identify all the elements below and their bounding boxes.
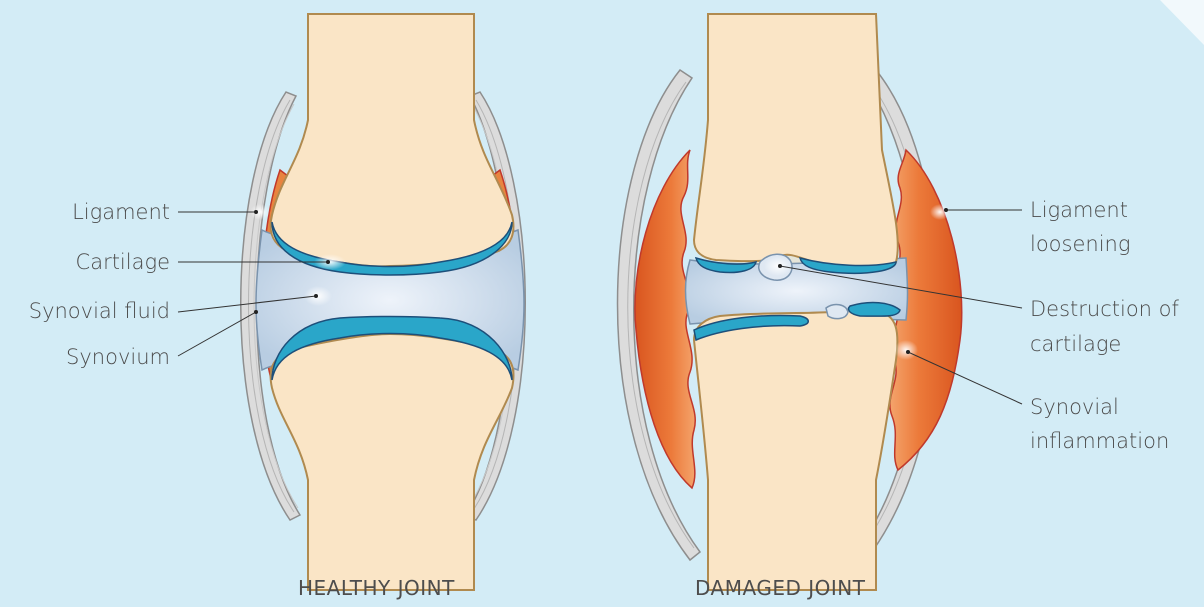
label-inflammation-line1: Synovial xyxy=(1030,392,1119,422)
label-synovium: Synovium xyxy=(66,342,170,372)
caption-damaged-joint: DAMAGED JOINT xyxy=(695,576,865,600)
label-destruction-line1: Destruction of xyxy=(1030,294,1179,324)
label-ligament-loosening-line1: Ligament xyxy=(1030,195,1128,225)
healthy-upper-bone xyxy=(271,14,514,266)
label-destruction-line2: cartilage xyxy=(1030,329,1121,359)
damaged-lower-bone xyxy=(694,310,897,590)
damaged-upper-bone xyxy=(694,14,898,268)
caption-healthy-joint: HEALTHY JOINT xyxy=(298,576,455,600)
healthy-joint xyxy=(241,14,526,590)
label-cartilage: Cartilage xyxy=(76,247,170,277)
label-inflammation-line2: inflammation xyxy=(1030,426,1169,456)
label-ligament-loosening-line2: loosening xyxy=(1030,229,1130,259)
label-ligament: Ligament xyxy=(72,197,170,227)
label-synovial-fluid: Synovial fluid xyxy=(29,296,170,326)
healthy-lower-bone xyxy=(271,334,514,590)
damaged-joint xyxy=(618,14,962,590)
corner-decoration xyxy=(1160,0,1204,45)
